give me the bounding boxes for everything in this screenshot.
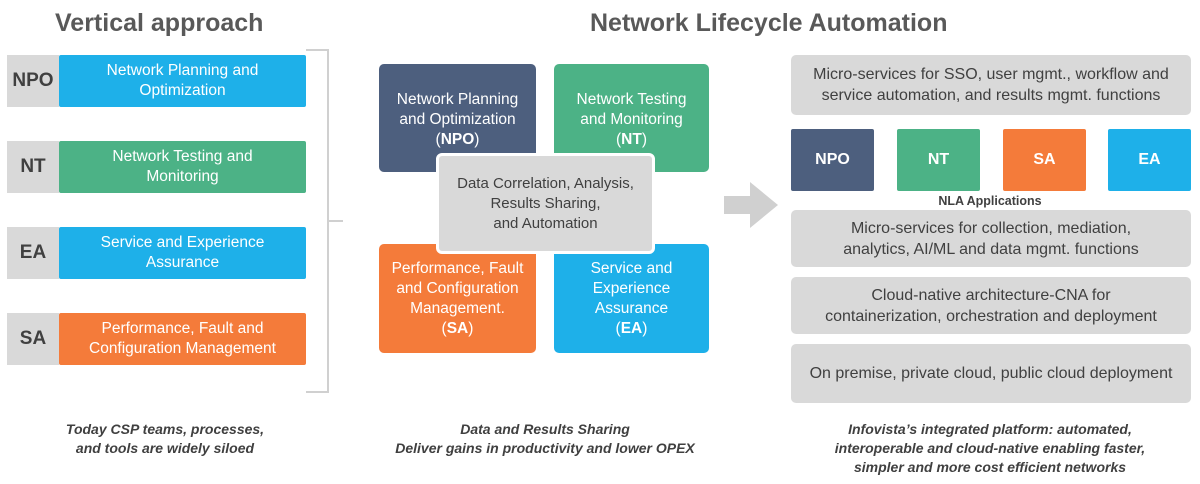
quad-sa-abbr: SA — [446, 320, 469, 337]
quad-nt-abbr: NT — [621, 131, 642, 148]
grouping-bracket — [306, 49, 329, 393]
deployment-bar: On premise, private cloud, public cloud … — [791, 344, 1191, 403]
bracket-tick — [329, 220, 343, 222]
cna-bar: Cloud-native architecture-CNA for contai… — [791, 277, 1191, 334]
vertical-caption: Today CSP teams, processes, and tools ar… — [65, 421, 265, 456]
row-network-testing: Network Testing and Monitoring — [59, 141, 306, 193]
app-npo: NPO — [791, 129, 874, 191]
quad-sa-label: Performance, Fault and Configuration Man… — [391, 260, 524, 317]
quad-ea: Service and Experience Assurance(EA) — [554, 244, 709, 353]
row-tag-sa: SA — [7, 313, 59, 365]
collection-microservices-bar: Micro-services for collection, mediation… — [791, 210, 1191, 267]
row-network-planning: Network Planning and Optimization — [59, 55, 306, 107]
row-performance-fault: Performance, Fault and Configuration Man… — [59, 313, 306, 365]
app-nt: NT — [897, 129, 980, 191]
nla-caption: Infovista’s integrated platform: automat… — [834, 421, 1146, 475]
quad-ea-label: Service and Experience Assurance — [590, 260, 673, 317]
row-tag-npo: NPO — [7, 55, 59, 107]
nla-title: Network Lifecycle Automation — [590, 9, 948, 37]
quad-npo-label: Network Planning and Optimization — [396, 91, 519, 128]
quad-ea-abbr: EA — [620, 320, 643, 337]
row-tag-nt: NT — [7, 141, 59, 193]
data-correlation-box: Data Correlation, Analysis, Results Shar… — [436, 153, 655, 254]
sso-microservices-bar: Micro-services for SSO, user mgmt., work… — [791, 55, 1191, 115]
row-service-assurance: Service and Experience Assurance — [59, 227, 306, 279]
app-ea: EA — [1108, 129, 1191, 191]
right-arrow-icon — [724, 182, 778, 228]
quad-sa: Performance, Fault and Configuration Man… — [379, 244, 536, 353]
quad-npo-abbr: NPO — [440, 131, 475, 148]
center-caption: Data and Results Sharing Deliver gains i… — [395, 421, 695, 456]
nla-applications-label: NLA Applications — [938, 194, 1042, 208]
app-sa: SA — [1003, 129, 1086, 191]
quad-nt-label: Network Testing and Monitoring — [576, 91, 687, 128]
row-tag-ea: EA — [7, 227, 59, 279]
vertical-approach-title: Vertical approach — [55, 9, 264, 37]
